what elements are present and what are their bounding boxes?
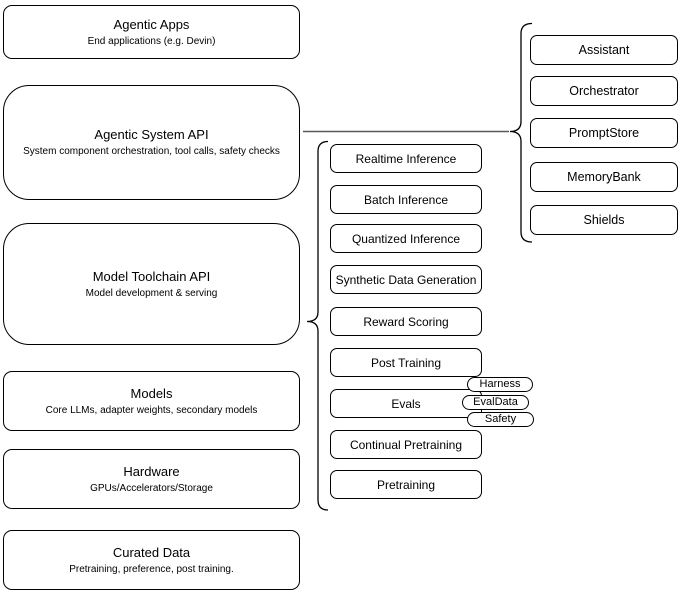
node-orchestrator: Orchestrator (530, 76, 678, 106)
node-batch-inference: Batch Inference (330, 185, 482, 214)
node-eval-evaldata: EvalData (462, 395, 529, 410)
node-models: Models Core LLMs, adapter weights, secon… (3, 371, 300, 431)
node-label: Batch Inference (363, 192, 449, 207)
node-label: Harness (479, 378, 521, 390)
node-subtitle: Model development & serving (85, 287, 218, 299)
node-title: Models (130, 385, 173, 401)
node-label: Continual Pretraining (349, 437, 463, 452)
node-reward-scoring: Reward Scoring (330, 307, 482, 336)
node-subtitle: Core LLMs, adapter weights, secondary mo… (45, 404, 258, 416)
node-label: Reward Scoring (363, 314, 449, 329)
node-title: Curated Data (112, 544, 191, 560)
node-agentic-system-api: Agentic System API System component orch… (3, 85, 300, 200)
node-agentic-apps: Agentic Apps End applications (e.g. Devi… (3, 5, 300, 59)
node-label: Post Training (370, 355, 442, 370)
node-promptstore: PromptStore (530, 118, 678, 148)
node-post-training: Post Training (330, 348, 482, 377)
node-model-toolchain-api: Model Toolchain API Model development & … (3, 223, 300, 345)
system-brace (509, 22, 533, 243)
node-label: Orchestrator (569, 84, 639, 98)
node-label: Evals (391, 396, 421, 411)
node-label: PromptStore (568, 126, 640, 140)
node-curated-data: Curated Data Pretraining, preference, po… (3, 530, 300, 590)
node-memorybank: MemoryBank (530, 162, 678, 192)
toolchain-brace (306, 140, 329, 511)
node-label: Pretraining (376, 477, 436, 492)
node-subtitle: Pretraining, preference, post training. (69, 563, 234, 575)
node-title: Agentic System API (94, 127, 209, 142)
node-eval-safety: Safety (467, 412, 534, 427)
node-label: MemoryBank (567, 170, 641, 184)
node-eval-harness: Harness (467, 377, 533, 392)
node-synthetic-data-generation: Synthetic Data Generation (330, 265, 482, 294)
node-shields: Shields (530, 205, 678, 235)
node-label: Shields (583, 213, 625, 227)
node-label: Quantized Inference (351, 231, 461, 246)
node-label: Synthetic Data Generation (335, 272, 477, 287)
node-subtitle: System component orchestration, tool cal… (23, 146, 280, 157)
node-hardware: Hardware GPUs/Accelerators/Storage (3, 449, 300, 509)
node-pretraining: Pretraining (330, 470, 482, 499)
node-label: Realtime Inference (355, 151, 457, 166)
node-label: Assistant (578, 43, 630, 57)
node-subtitle: GPUs/Accelerators/Storage (90, 482, 213, 494)
node-continual-pretraining: Continual Pretraining (330, 430, 482, 459)
node-evals: Evals (330, 389, 482, 418)
node-subtitle: End applications (e.g. Devin) (87, 35, 216, 47)
node-label: Safety (484, 413, 517, 425)
node-title: Model Toolchain API (92, 268, 211, 284)
node-label: EvalData (473, 396, 518, 408)
node-title: Hardware (123, 463, 180, 479)
node-quantized-inference: Quantized Inference (330, 224, 482, 253)
node-title: Agentic Apps (113, 16, 190, 32)
node-realtime-inference: Realtime Inference (330, 144, 482, 173)
node-assistant: Assistant (530, 35, 678, 65)
